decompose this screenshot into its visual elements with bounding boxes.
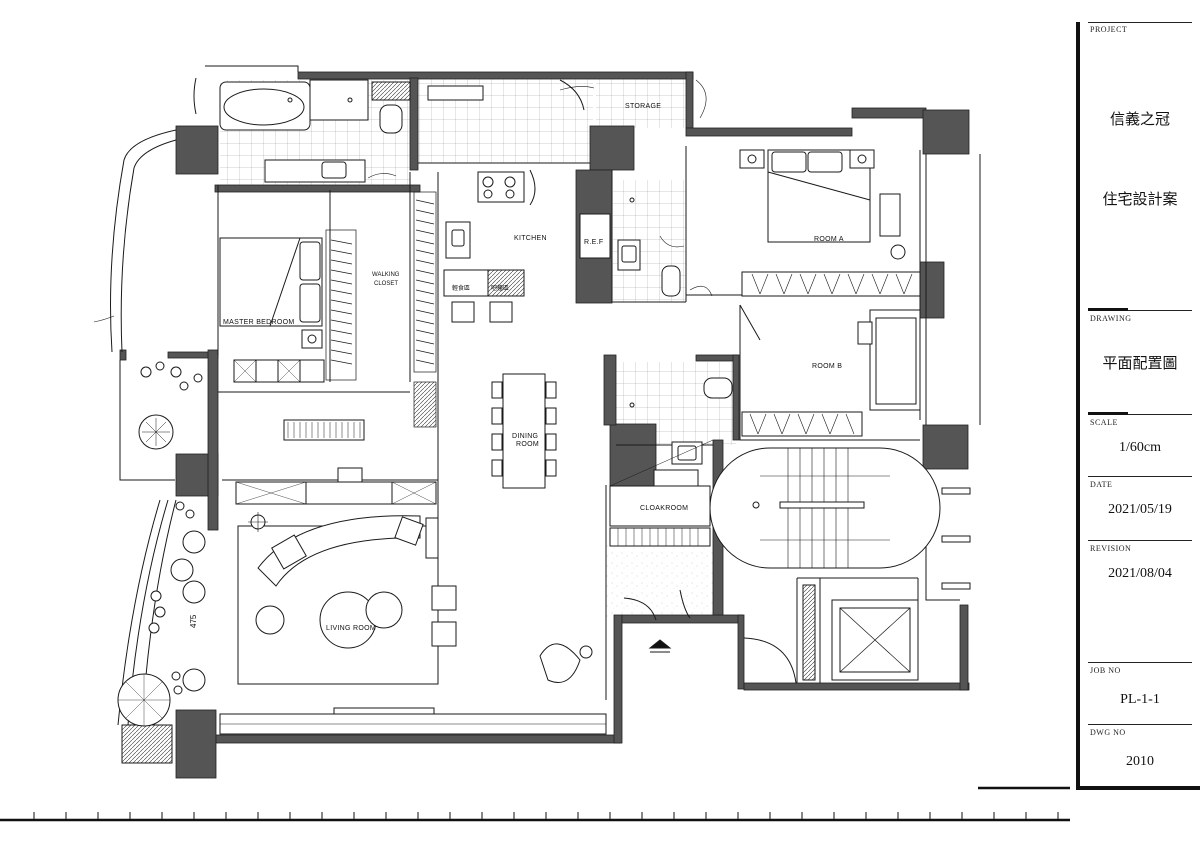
revision-caption: REVISION: [1090, 544, 1132, 553]
label-master-bedroom: MASTER BEDROOM: [223, 319, 294, 326]
elevator: [743, 584, 919, 684]
label-cloakroom: CLOAKROOM: [640, 505, 688, 512]
dining-table: [491, 373, 557, 489]
revision-value: 2021/08/04: [1108, 566, 1172, 581]
master-cabinets: [233, 359, 437, 505]
dwg-no-value: 2010: [1126, 754, 1154, 769]
project-name-line2: 住宅設計案: [1102, 190, 1178, 208]
job-no-caption: JOB NO: [1090, 666, 1121, 675]
label-room-b: ROOM B: [812, 363, 842, 370]
divider: [1088, 310, 1192, 311]
label-storage: STORAGE: [625, 103, 661, 110]
scale-value: 1/60cm: [1119, 440, 1161, 455]
exterior-walls: [119, 71, 970, 779]
divider: [1088, 414, 1192, 415]
label-living-room: LIVING ROOM: [326, 625, 376, 632]
label-light-dining: 輕食區: [452, 284, 470, 292]
staircase: [709, 447, 941, 569]
room-a-furniture: [739, 149, 921, 297]
divider-accent: [1088, 412, 1128, 415]
closet-racks: [325, 191, 437, 428]
living-room-furniture: [219, 512, 691, 735]
divider: [1088, 22, 1192, 23]
master-bed: [219, 237, 323, 349]
bath-2-fixtures: [629, 377, 733, 465]
divider-accent: [1088, 308, 1128, 311]
balcony-rails: [941, 487, 971, 590]
floor-plan: STORAGE KITCHEN R.E.F ROOM A WALKING CLO…: [0, 65, 1070, 822]
title-block: PROJECT 信義之冠 住宅設計案 DRAWING 平面配置圖 SCALE 1…: [1074, 22, 1200, 792]
divider: [1088, 540, 1192, 541]
tiled-floors: [220, 78, 736, 619]
dwg-no-caption: DWG NO: [1090, 728, 1126, 737]
master-bath-fixtures: [193, 77, 411, 183]
drawing-caption: DRAWING: [1090, 314, 1132, 323]
ref-area: [579, 197, 681, 297]
label-dining-2: ROOM: [516, 441, 539, 448]
drawing-name: 平面配置圖: [1102, 354, 1178, 372]
room-labels: STORAGE KITCHEN R.E.F ROOM A WALKING CLO…: [189, 103, 844, 632]
label-ref: R.E.F: [584, 239, 603, 246]
project-name-line1: 信義之冠: [1109, 110, 1170, 128]
scale-caption: SCALE: [1090, 418, 1118, 427]
kitchen-fixtures: [443, 169, 536, 323]
label-walking-closet-2: CLOSET: [374, 281, 398, 287]
project-caption: PROJECT: [1090, 25, 1128, 34]
balcony-planters: [117, 361, 206, 727]
divider: [1088, 476, 1192, 477]
dimension-475: 475: [189, 614, 198, 628]
label-bar: 吧檯區: [491, 284, 509, 292]
title-block-border: [1076, 22, 1080, 790]
divider: [1088, 662, 1192, 663]
room-b-furniture: [739, 304, 921, 437]
scale-ruler: [0, 786, 1070, 822]
cloakroom: [609, 439, 714, 547]
top-bath-fixtures: [427, 79, 585, 111]
label-walking-closet-1: WALKING: [372, 272, 400, 278]
job-no-value: PL-1-1: [1120, 692, 1160, 707]
divider: [1088, 724, 1192, 725]
label-room-a: ROOM A: [814, 236, 844, 243]
doors: [93, 79, 713, 323]
label-kitchen: KITCHEN: [514, 235, 547, 242]
date-value: 2021/05/19: [1108, 502, 1172, 517]
title-block-bottom: [1076, 786, 1200, 790]
label-dining-1: DINING: [512, 433, 538, 440]
date-caption: DATE: [1090, 480, 1113, 489]
